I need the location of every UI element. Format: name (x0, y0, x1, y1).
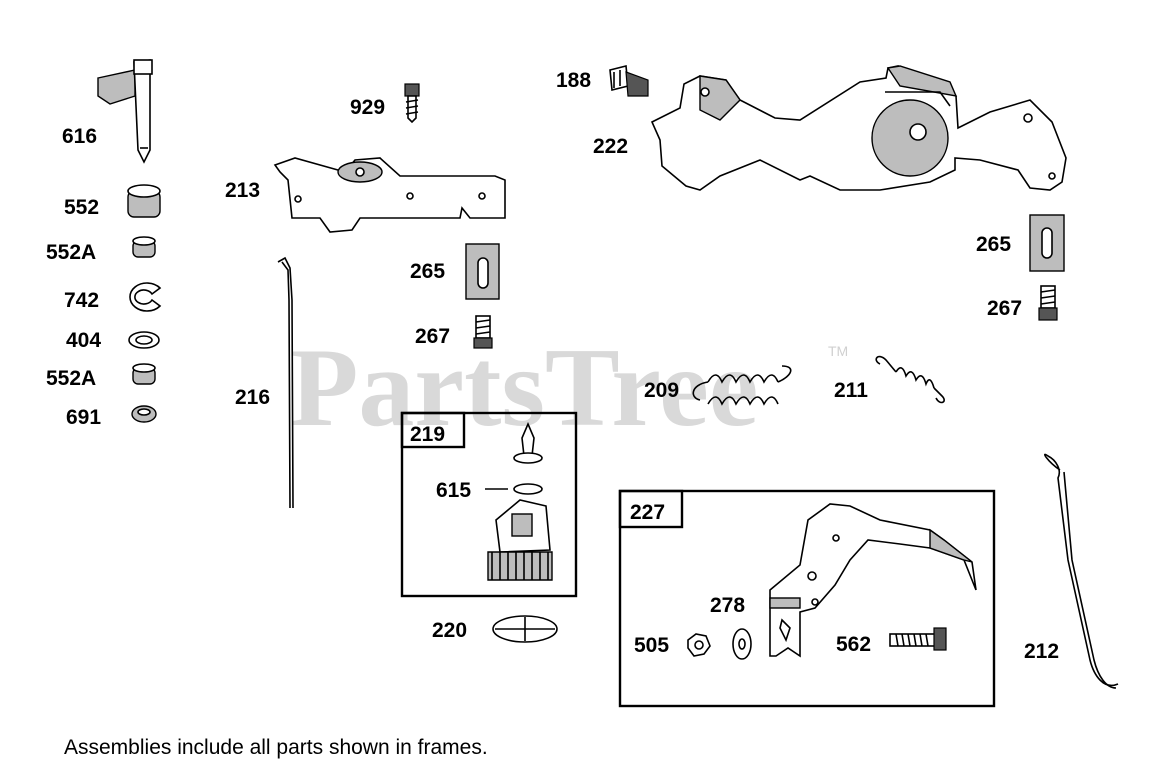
callout-220: 220 (432, 619, 467, 642)
callout-188: 188 (556, 69, 591, 92)
watermark-trademark: TM (828, 343, 848, 359)
part-929-screw[interactable] (404, 83, 420, 124)
part-216-link-rod[interactable] (277, 256, 294, 509)
callout-552: 552 (64, 196, 99, 219)
part-278-washer[interactable] (732, 628, 752, 660)
part-742-e-ring[interactable] (129, 282, 162, 312)
callout-691: 691 (66, 406, 101, 429)
part-265-clip-left[interactable] (465, 243, 500, 300)
frame-219 (400, 411, 578, 598)
part-220-thrust-washer[interactable] (492, 615, 558, 643)
callout-267-left: 267 (415, 325, 450, 348)
callout-216: 216 (235, 386, 270, 409)
part-209-governor-spring[interactable] (692, 365, 792, 406)
callout-404: 404 (66, 329, 101, 352)
callout-616: 616 (62, 125, 97, 148)
part-552a-bushing-2[interactable] (132, 363, 156, 385)
part-267-screw-left[interactable] (473, 315, 493, 349)
callout-265-left: 265 (410, 260, 445, 283)
callout-742: 742 (64, 289, 99, 312)
part-552-bushing[interactable] (127, 184, 161, 218)
callout-209: 209 (644, 379, 679, 402)
part-212-link-rod[interactable] (1044, 453, 1119, 689)
part-691-seal[interactable] (131, 405, 157, 423)
part-227-control-lever[interactable] (769, 503, 977, 658)
callout-212: 212 (1024, 640, 1059, 663)
part-404-washer[interactable] (128, 331, 160, 349)
part-616-shaft[interactable] (97, 59, 153, 164)
callout-267-right: 267 (987, 297, 1022, 320)
callout-562: 562 (836, 633, 871, 656)
callout-552a-1: 552A (46, 241, 96, 264)
part-219-governor-gear[interactable] (487, 499, 553, 581)
callout-278: 278 (710, 594, 745, 617)
frame-227 (618, 489, 996, 708)
callout-213: 213 (225, 179, 260, 202)
callout-222: 222 (593, 135, 628, 158)
part-211-spring[interactable] (875, 355, 945, 404)
part-265-clip-right[interactable] (1029, 214, 1065, 272)
callout-552a-2: 552A (46, 367, 96, 390)
callout-505: 505 (634, 634, 669, 657)
part-562-screw[interactable] (889, 627, 947, 651)
frame-227-tag (618, 489, 684, 529)
callout-211: 211 (834, 379, 868, 402)
part-505-nut[interactable] (687, 633, 711, 657)
callout-265-right: 265 (976, 233, 1011, 256)
part-219-pin[interactable] (513, 421, 543, 464)
callout-929: 929 (350, 96, 385, 119)
callout-615: 615 (436, 479, 471, 502)
part-222-control-bracket[interactable] (650, 65, 1067, 191)
part-615-o-ring[interactable] (513, 483, 543, 495)
frame-219-tag (400, 411, 466, 449)
callout-219: 219 (410, 423, 445, 446)
part-552a-bushing-1[interactable] (132, 236, 156, 258)
part-188-bolt[interactable] (609, 64, 649, 97)
footer-note: Assemblies include all parts shown in fr… (64, 736, 488, 759)
part-213-bracket[interactable] (273, 157, 506, 233)
part-267-screw-right[interactable] (1038, 285, 1058, 321)
callout-227: 227 (630, 501, 665, 524)
watermark-text: PartsTree (290, 326, 759, 450)
